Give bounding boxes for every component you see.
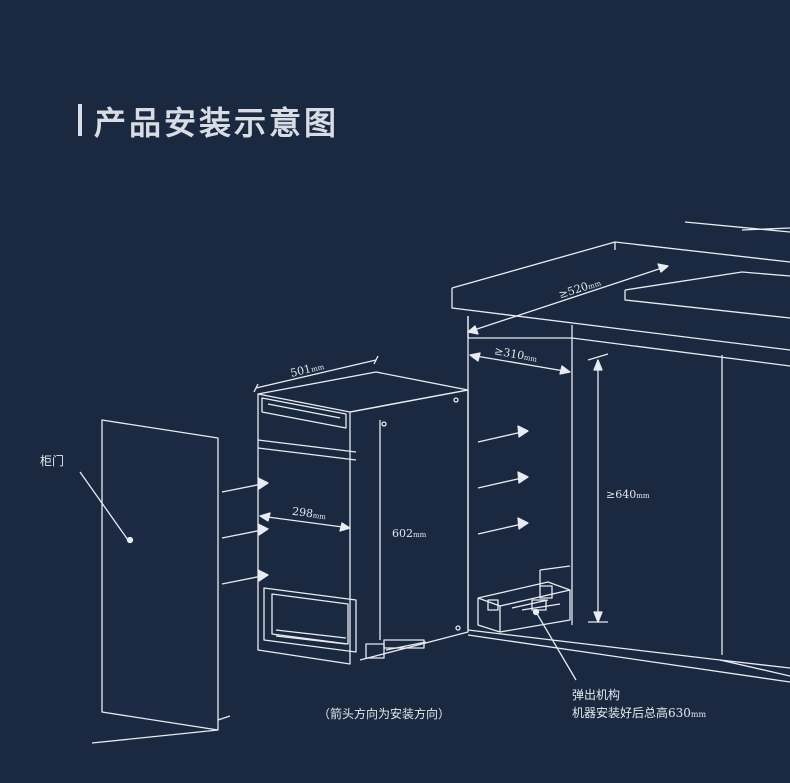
mechanism-height-note: 机器安装好后总高630mm [572,704,706,721]
mechanism-height-text: 机器安装好后总高630 [572,706,691,720]
cabinet-door-label: 柜门 [40,454,65,468]
pop-out-mechanism [477,565,571,633]
height-min-value: ≥640 [606,488,637,501]
dim-width-top [253,355,379,393]
opening-min-unit: mm [523,353,538,364]
inner-width-value: 298 [291,504,314,521]
page-title: 产品安装示意图 [94,104,340,142]
mechanism-label: 弹出机构 [572,688,621,702]
install-arrows-left [221,477,269,585]
width-top-unit: mm [310,362,326,374]
install-arrows-right [477,425,529,535]
dim-height-min [587,353,609,623]
height-label: 602mm [392,527,426,540]
appliance-box [257,371,469,665]
height-min-unit: mm [636,492,650,500]
dim-depth-min [467,263,669,335]
height-value: 602 [392,527,413,540]
install-direction-note: （箭头方向为安装方向） [318,707,451,721]
inner-width-unit: mm [312,511,327,522]
mechanism-height-unit: mm [690,710,707,719]
dim-opening-min [469,352,571,375]
title-accent-bar [78,104,82,136]
dim-inner-width [259,512,351,532]
height-unit: mm [413,531,427,539]
countertop [451,221,790,351]
cabinet-door-panel [101,419,219,731]
height-min-label: ≥640mm [606,488,650,501]
